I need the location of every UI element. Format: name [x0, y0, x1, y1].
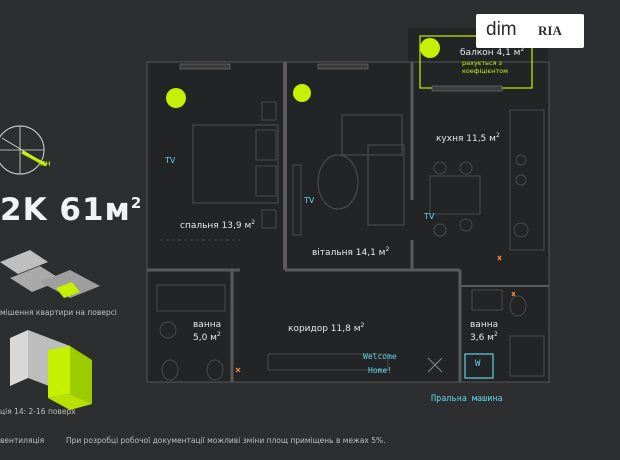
- tv-kitchen: TV: [424, 212, 435, 221]
- bath1-label: ванна: [193, 320, 222, 330]
- section-diagram: [10, 330, 92, 410]
- bedroom-label: спальня 13,9 м2: [180, 219, 256, 231]
- bath2-label: ванна: [470, 320, 499, 330]
- balcony-note1: рахується з: [462, 59, 502, 67]
- dim-ria-logo[interactable]: dim RIA: [476, 14, 584, 48]
- balcony-note2: коефіцієнтом: [462, 67, 508, 75]
- position-caption: мішення квартири на поверсі: [0, 308, 117, 317]
- footnote: При розробці робочої документації можлив…: [66, 436, 386, 445]
- tv-bedroom: TV: [165, 156, 176, 165]
- vent-caption: вентиляція: [0, 436, 45, 445]
- kitchen-label: кухня 11,5 м2: [436, 132, 500, 144]
- corridor-label: коридор 11,8 м2: [288, 322, 365, 334]
- compass-label: ПН: [40, 160, 51, 168]
- compass-icon: [0, 125, 47, 175]
- floor-position-diagram: [0, 250, 100, 298]
- washer-label: Пральна машина: [431, 394, 503, 404]
- tv-living: TV: [304, 196, 315, 205]
- washer-mark: W: [475, 359, 481, 369]
- bath1-area: 5,0 м2: [193, 331, 221, 343]
- section-caption: ція 14: 2-16 поверх: [0, 407, 76, 416]
- welcome-line1: Welcome: [363, 352, 397, 361]
- welcome-line2: Home!: [368, 366, 393, 375]
- apartment-type: 2K 61м2: [0, 192, 143, 228]
- living-room-label: вітальня 14,1 м2: [312, 246, 390, 258]
- logo-ria: RIA: [538, 23, 562, 38]
- balcony-label: балкон 4,1 м2: [460, 46, 525, 58]
- bath2-area: 3,6 м2: [470, 331, 498, 343]
- logo-dim: dim: [486, 19, 517, 40]
